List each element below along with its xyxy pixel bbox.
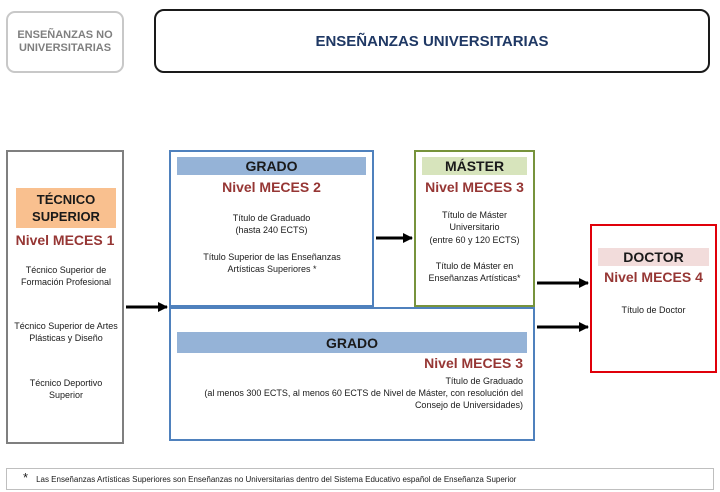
tecnico-title: TÉCNICO SUPERIOR [32,192,100,224]
tecnico-level: Nivel MECES 1 [15,232,115,248]
doctor-level: Nivel MECES 4 [604,269,703,285]
grado-meces2-box: GRADO Nivel MECES 2 Título de Graduado (… [169,150,374,307]
grado-bottom-level: Nivel MECES 3 [424,355,523,371]
grado-bottom-line2: (al menos 300 ECTS, al menos 60 ECTS de … [204,388,523,410]
grado-top-line3: Título Superior de las Enseñanzas Artíst… [203,252,341,274]
master-title-bar: MÁSTER [422,157,527,175]
footnote-mark: * [23,469,29,485]
university-label: ENSEÑANZAS UNIVERSITARIAS [315,32,549,50]
master-line3: Título de Máster en Enseñanzas Artística… [428,261,521,283]
master-title: MÁSTER [444,158,505,174]
tecnico-item-artes: Técnico Superior de Artes Plásticas y Di… [14,321,118,343]
master-line2: (entre 60 y 120 ECTS) [429,235,520,245]
grado-bottom-title: GRADO [325,334,379,351]
master-line1: Título de Máster Universitario [441,210,508,232]
grado-meces3-box: GRADO Nivel MECES 3 Título de Graduado (… [169,307,535,441]
grado-bottom-title-bar: GRADO [177,332,527,353]
doctor-title: DOCTOR [623,249,684,265]
grado-top-title-bar: GRADO [177,157,366,175]
master-box: MÁSTER Nivel MECES 3 Título de Máster Un… [414,150,535,307]
footnote-text: Las Enseñanzas Artísticas Superiores son… [36,474,517,484]
grado-top-title: GRADO [245,158,298,174]
master-level: Nivel MECES 3 [425,179,524,195]
grado-bottom-line1: Título de Graduado [445,376,523,386]
non-university-label: ENSEÑANZAS NO UNIVERSITARIAS [17,29,113,54]
tecnico-item-fp: Técnico Superior de Formación Profesiona… [20,265,112,287]
grado-top-line1: Título de Graduado [232,213,311,223]
grado-top-line2: (hasta 240 ECTS) [235,225,308,235]
tecnico-item-deportivo: Técnico Deportivo Superior [29,378,103,400]
university-header: ENSEÑANZAS UNIVERSITARIAS [154,9,710,73]
doctor-line1: Título de Doctor [621,305,686,315]
non-university-header: ENSEÑANZAS NO UNIVERSITARIAS [6,11,124,73]
tecnico-title-bar: TÉCNICO SUPERIOR [16,188,116,228]
doctor-title-bar: DOCTOR [598,248,709,266]
grado-top-level: Nivel MECES 2 [222,179,321,195]
footnote-box: * Las Enseñanzas Artísticas Superiores s… [6,468,714,490]
tecnico-superior-box: TÉCNICO SUPERIOR Nivel MECES 1 Técnico S… [6,150,124,444]
doctor-box: DOCTOR Nivel MECES 4 Título de Doctor [590,224,717,373]
